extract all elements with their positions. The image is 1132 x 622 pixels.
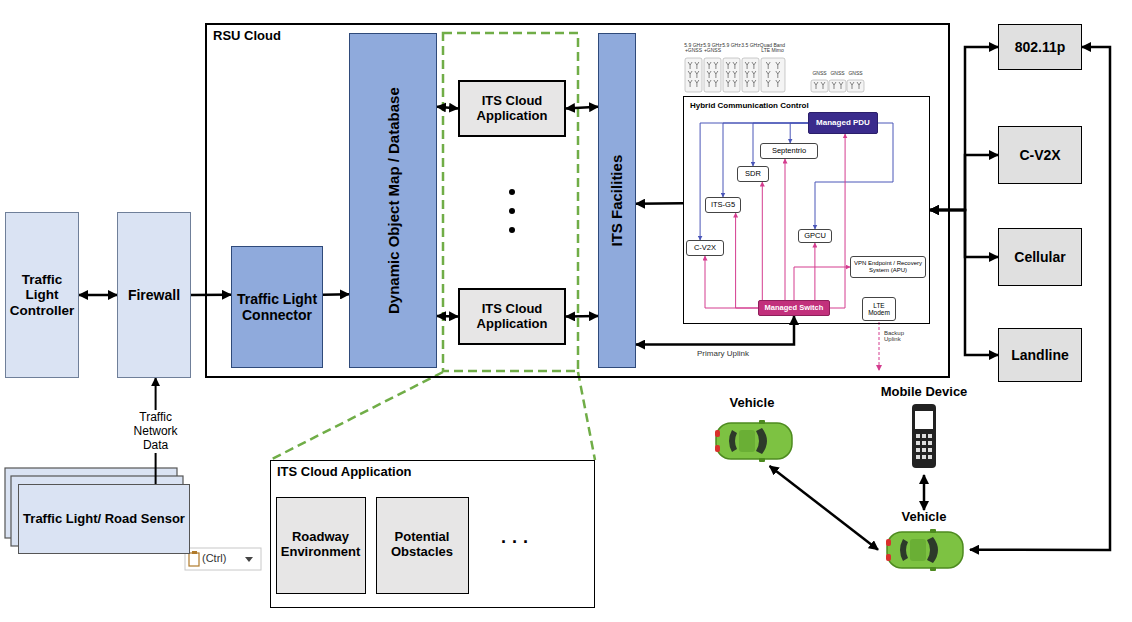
antenna-label: GNSS (810, 71, 829, 76)
pdu-box: Managed PDU (808, 112, 878, 134)
note-label: Primary Uplink (697, 350, 777, 358)
note-label: (Ctrl) (202, 553, 244, 565)
connector (794, 267, 850, 300)
connector (636, 316, 794, 345)
connector (930, 155, 998, 210)
connector (970, 47, 1110, 550)
node-label: Roadway Environment (279, 530, 363, 560)
node-label: ITS-G5 (708, 201, 738, 210)
connector (762, 182, 763, 300)
control-panel: Hybrid Communication ControlManaged PDU S… (683, 96, 930, 324)
function-box: Roadway Environment (276, 497, 366, 594)
node-label: Managed PDU (811, 118, 875, 127)
node-label: Vehicle (708, 396, 796, 411)
connector (705, 256, 758, 308)
function-box: Potential Obstacles (376, 497, 469, 594)
node-label: VPN Endpoint / Recovery System (APU) (853, 260, 923, 274)
node-label: ITS Cloud Application (462, 302, 562, 332)
antenna-label: 5.9 GHz +GNSS (703, 43, 722, 54)
node-label: GPCU (801, 232, 829, 241)
channel-box: Cellular (998, 228, 1082, 286)
module-box: LTE Modem (862, 297, 896, 321)
database-box: Dynamic Object Map / Database (349, 33, 437, 368)
node-label: ITS Facilities (608, 155, 625, 247)
node-label: Firewall (120, 287, 188, 303)
mobile-device: Mobile Device (868, 385, 980, 475)
connector (790, 123, 808, 143)
connector (930, 47, 998, 210)
connector (736, 213, 758, 308)
vehicle: Vehicle (708, 396, 796, 466)
node-label: SDR (740, 170, 766, 179)
node-label: Traffic Light Controller (8, 272, 76, 319)
firewall-box: Firewall (117, 212, 191, 378)
module-box: SDR (737, 166, 769, 182)
node-label: Septentrio (763, 147, 815, 156)
node-label: C-V2X (1001, 147, 1079, 163)
connector (437, 315, 458, 318)
antenna-label: 5.9 GHz +GNSS (684, 43, 703, 54)
channel-box: C-V2X (998, 126, 1082, 184)
connector (437, 107, 458, 109)
heading: Hybrid Communication Control (690, 101, 809, 110)
node-label: Potential Obstacles (379, 530, 466, 560)
connector (923, 475, 926, 510)
module-box: C-V2X (686, 240, 724, 256)
node-label: LTE Modem (865, 302, 893, 317)
application-box: ITS Cloud Application (458, 80, 566, 137)
node-label: C-V2X (689, 244, 721, 253)
switch-box: Managed Switch (758, 300, 830, 316)
application-box: ITS Cloud Application (458, 288, 566, 345)
node-label: ITS Cloud Application (462, 94, 562, 124)
connector (930, 210, 998, 355)
connector (79, 294, 117, 297)
antenna-label: 5.9 GHz (722, 43, 741, 48)
connector (785, 159, 786, 300)
note-label: Backup Uplink (884, 330, 918, 343)
node-label: Mobile Device (868, 385, 980, 400)
connector (770, 466, 878, 550)
node-label: Dynamic Object Map / Database (384, 87, 401, 314)
channel-box: 802.11p (998, 24, 1082, 70)
module-box: ITS-G5 (705, 197, 741, 213)
module-box: VPN Endpoint / Recovery System (APU) (850, 256, 926, 278)
node-label: Traffic Light/ Road Sensor (21, 512, 187, 527)
node-label: Vehicle (878, 510, 970, 525)
antenna-label: GNSS (828, 71, 847, 76)
connector (566, 107, 598, 109)
node-label: 802.11p (1001, 39, 1079, 55)
antenna-label: Quad Band LTE Mimo (759, 43, 786, 54)
antenna-label: 3.5 GHz (741, 43, 760, 48)
controller-box: Traffic Light Controller (5, 212, 79, 378)
module-box: GPCU (798, 229, 832, 243)
heading: ITS Cloud Application (277, 465, 412, 480)
connector-box: Traffic Light Connector (231, 246, 323, 368)
channel-box: Landline (998, 328, 1082, 382)
node-label: Traffic Light Connector (234, 291, 320, 323)
connector (566, 315, 598, 318)
connector (636, 202, 683, 205)
cloud-boundary: RSU CloudDynamic Object Map / DatabaseIT… (205, 23, 950, 378)
module-box: Septentrio (760, 143, 818, 159)
sensor-box: Traffic Light/ Road Sensor (18, 484, 190, 554)
connector (191, 294, 231, 297)
heading: RSU Cloud (213, 29, 281, 44)
antenna-label: GNSS (846, 71, 865, 76)
connector (323, 293, 349, 296)
facilities-box: ITS Facilities (598, 33, 636, 368)
ellipsis: · · · (490, 533, 540, 552)
node-label: Landline (1001, 347, 1079, 363)
connector (815, 123, 893, 229)
node-label: Cellular (1001, 249, 1079, 265)
connector (723, 123, 808, 197)
detail-panel: ITS Cloud ApplicationRoadway Environment… (270, 460, 595, 608)
connector (830, 134, 845, 308)
vehicle: Vehicle (878, 510, 970, 574)
edge-label: Traffic Network Data (124, 410, 188, 453)
node-label: Managed Switch (761, 304, 827, 313)
connector (700, 123, 808, 240)
connector (814, 243, 815, 300)
